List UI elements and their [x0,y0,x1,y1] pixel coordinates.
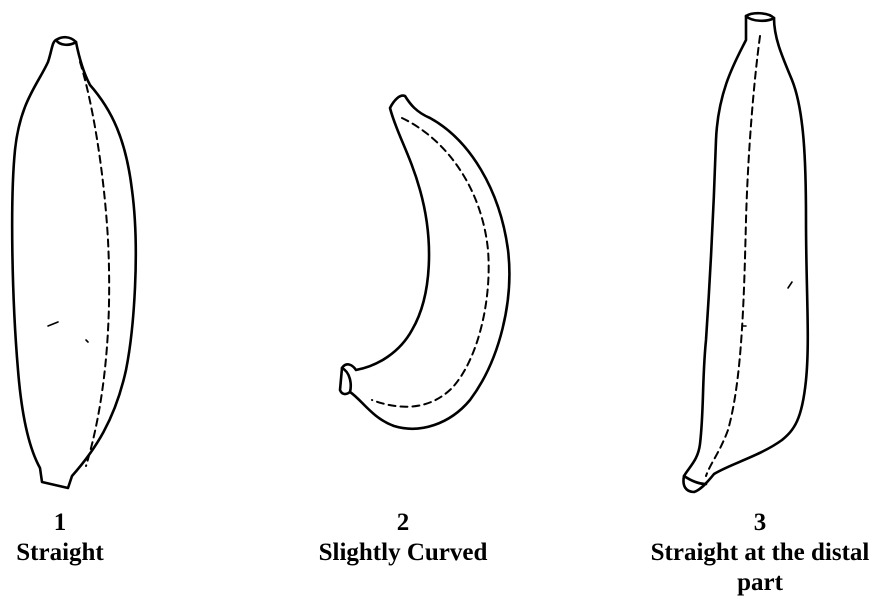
caption-straight-distal: 3 Straight at the distal part [636,508,884,598]
figure-label-straight: Straight [16,539,104,566]
caption-slightly-curved: 2 Slightly Curved [290,508,516,568]
caption-straight: 1 Straight [0,508,120,568]
figure-number-2: 2 [290,508,516,538]
banana-distal-straight-drawing [683,13,807,492]
banana-slightly-curved-drawing [340,96,509,429]
figure-label-slightly-curved: Slightly Curved [319,539,488,566]
figure-number-3: 3 [636,508,884,538]
figure-number-1: 1 [0,508,120,538]
banana-straight-drawing [12,37,136,488]
figure-label-straight-distal: Straight at the distal part [651,539,870,596]
